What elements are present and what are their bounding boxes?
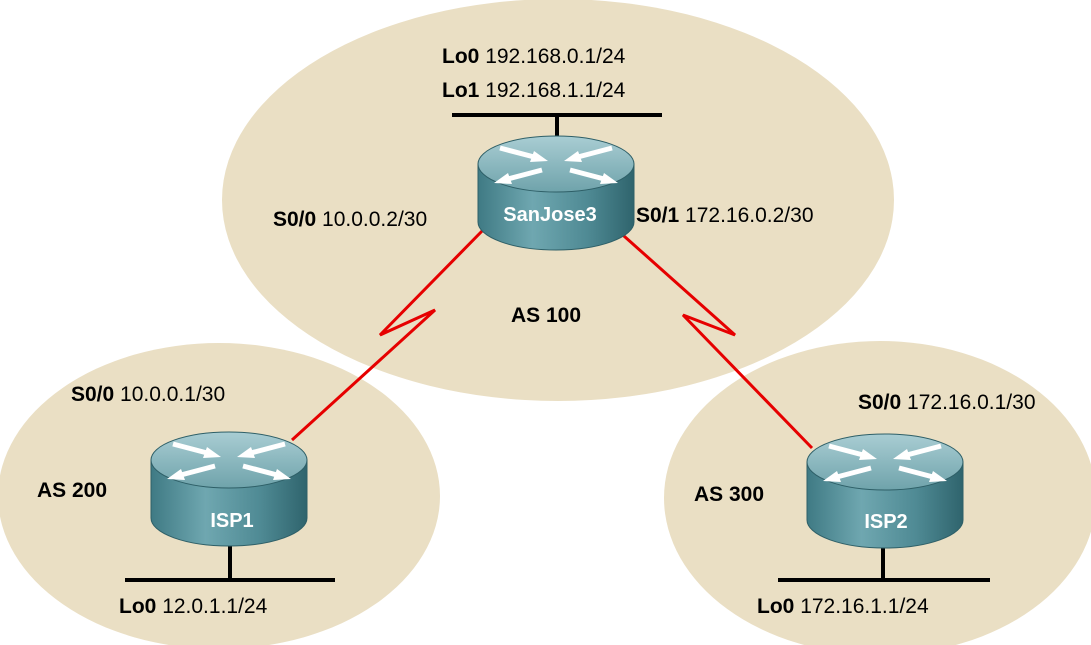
interface-address: 192.168.0.1/24 [485, 45, 626, 68]
as100-label: AS 100 [511, 304, 582, 327]
interface-name: Lo0 [757, 595, 795, 618]
isp1-lo0-label: Lo0 12.0.1.1/24 [119, 596, 267, 617]
isp2-lo0-label: Lo0 172.16.1.1/24 [757, 596, 929, 617]
interface-address: 192.168.1.1/24 [485, 79, 626, 102]
isp2-name: ISP2 [864, 511, 907, 533]
isp1-name: ISP1 [210, 510, 253, 532]
interface-address: 10.0.0.2/30 [322, 208, 428, 231]
interface-name: S0/0 [71, 383, 115, 406]
interface-address: 172.16.0.2/30 [685, 204, 814, 227]
serial-link-sanjose3-isp1 [290, 226, 487, 442]
interface-address: 172.16.1.1/24 [800, 595, 929, 618]
sanjose3-name: SanJose3 [503, 204, 596, 226]
serial-link-sanjose3-isp2 [614, 226, 814, 450]
interface-name: S0/0 [858, 391, 902, 414]
sanjose3-lo1-label: Lo1 192.168.1.1/24 [442, 80, 625, 101]
as300-label: AS 300 [694, 483, 765, 506]
as200-label: AS 200 [37, 479, 108, 502]
interface-name: Lo0 [442, 45, 480, 68]
interface-address: 10.0.0.1/30 [120, 383, 226, 406]
isp2-s00-label: S0/0 172.16.0.1/30 [858, 392, 1036, 413]
sanjose3-s01-label: S0/1 172.16.0.2/30 [636, 205, 814, 226]
interface-address: 172.16.0.1/30 [907, 391, 1036, 414]
interface-name: S0/0 [273, 208, 317, 231]
sanjose3-s00-label: S0/0 10.0.0.2/30 [273, 209, 427, 230]
interface-address: 12.0.1.1/24 [162, 595, 268, 618]
sanjose3-lo0-label: Lo0 192.168.0.1/24 [442, 46, 625, 67]
interface-name: S0/1 [636, 204, 680, 227]
isp1-s00-label: S0/0 10.0.0.1/30 [71, 384, 225, 405]
sanjose3-router-icon [478, 136, 634, 250]
interface-name: Lo1 [442, 79, 480, 102]
interface-name: Lo0 [119, 595, 157, 618]
